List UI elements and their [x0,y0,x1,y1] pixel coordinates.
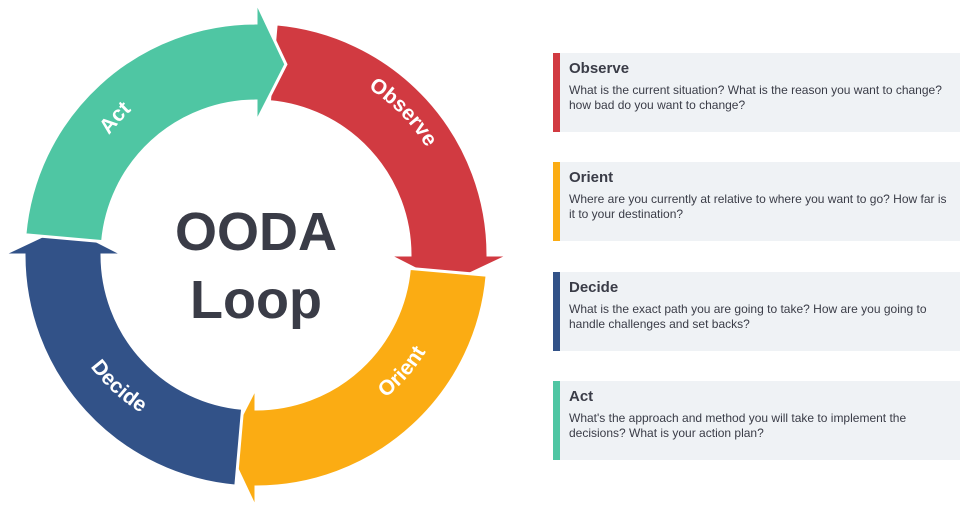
card-description: What's the approach and method you will … [569,411,907,440]
card-description: What is the current situation? What is t… [569,83,942,112]
card-accent-bar [553,162,560,241]
info-card-observe: Observe What is the current situation? W… [553,53,960,132]
card-title: Orient [569,169,614,186]
card-title: Observe [569,60,630,77]
arrow-segment-observe [267,22,511,287]
card-title: Decide [569,279,619,296]
center-title-line2: Loop [190,270,322,330]
card-description: Where are you currently at relative to w… [569,192,947,221]
ooda-cycle-diagram: Observe Orient Decide Act OODA Loop [1,0,511,510]
info-card-act: Act What's the approach and method you w… [553,381,960,460]
card-accent-bar [553,272,560,351]
arrow-segment-orient [224,266,489,510]
card-description: What is the exact path you are going to … [569,302,927,331]
info-card-decide: Decide What is the exact path you are go… [553,272,960,351]
card-accent-bar [553,381,560,460]
card-accent-bar [553,53,560,132]
center-title-line1: OODA [175,202,337,262]
arrow-segment-act [23,0,288,244]
info-card-orient: Orient Where are you currently at relati… [553,162,960,241]
arrow-segment-decide [1,223,245,488]
card-title: Act [569,388,594,405]
